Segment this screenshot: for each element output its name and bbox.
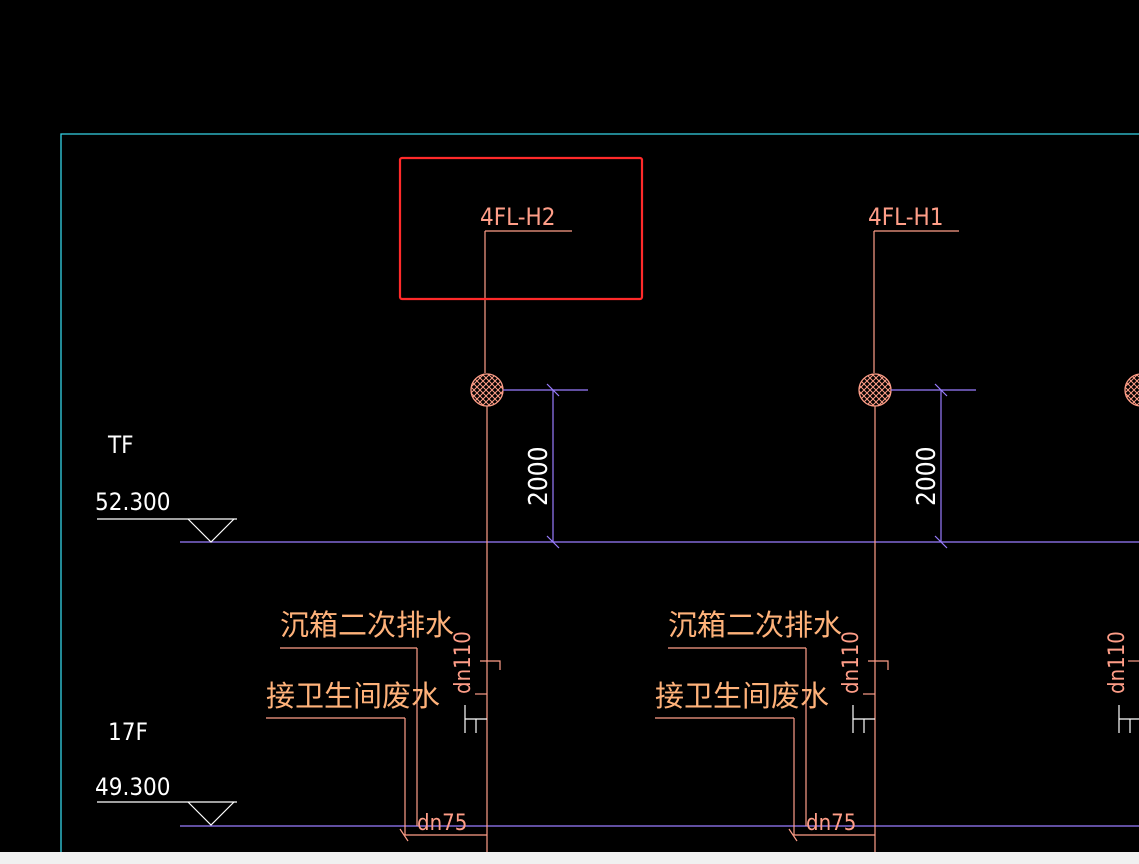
highlight-box[interactable] <box>398 156 644 301</box>
riser-label-h2: 4FL-H2 <box>480 203 556 231</box>
note-bathroom-waste-h2: 接卫生间废水 <box>266 679 440 713</box>
floor-elevation-tf: 52.300 <box>95 488 171 516</box>
vent-cap-icon <box>470 373 504 407</box>
riser-4fl-h2[interactable]: 4FL-H2 2000 沉箱二次排水 接卫生间废水 dn110 dn75 <box>266 203 588 864</box>
floor-marker-17f: 17F 49.300 <box>95 718 237 826</box>
dimension-2000-h1: 2000 <box>891 383 976 549</box>
dimension-2000-h2: 2000 <box>503 383 588 549</box>
pipe-size-dn75-h2: dn75 <box>417 811 467 836</box>
pipe-size-dn110-h2: dn110 <box>451 631 476 694</box>
floor-elevation-17f: 49.300 <box>95 773 171 801</box>
svg-text:2000: 2000 <box>912 446 942 506</box>
vent-cap-icon <box>858 373 892 407</box>
floor-marker-tf: TF 52.300 <box>95 431 237 543</box>
drawing-frame <box>60 133 1139 860</box>
riser-label-h1: 4FL-H1 <box>868 203 944 231</box>
pipe-size-dn75-h1: dn75 <box>806 811 856 836</box>
floor-name-17f: 17F <box>108 718 148 746</box>
pipe-size-dn110-right: dn110 <box>1105 631 1130 694</box>
svg-text:2000: 2000 <box>524 446 554 506</box>
note-bathroom-waste-h1: 接卫生间废水 <box>655 679 829 713</box>
pipe-size-dn110-h1: dn110 <box>839 631 864 694</box>
vent-cap-icon <box>1124 373 1139 407</box>
riser-partial-right: dn110 <box>1105 373 1139 733</box>
note-caisson-drain-h2: 沉箱二次排水 <box>280 608 454 642</box>
status-bar <box>0 852 1139 864</box>
floor-name-tf: TF <box>107 431 134 459</box>
note-caisson-drain-h1: 沉箱二次排水 <box>668 608 842 642</box>
riser-4fl-h1[interactable]: 4FL-H1 2000 沉箱二次排水 接卫生间废水 dn110 dn75 <box>655 203 976 864</box>
